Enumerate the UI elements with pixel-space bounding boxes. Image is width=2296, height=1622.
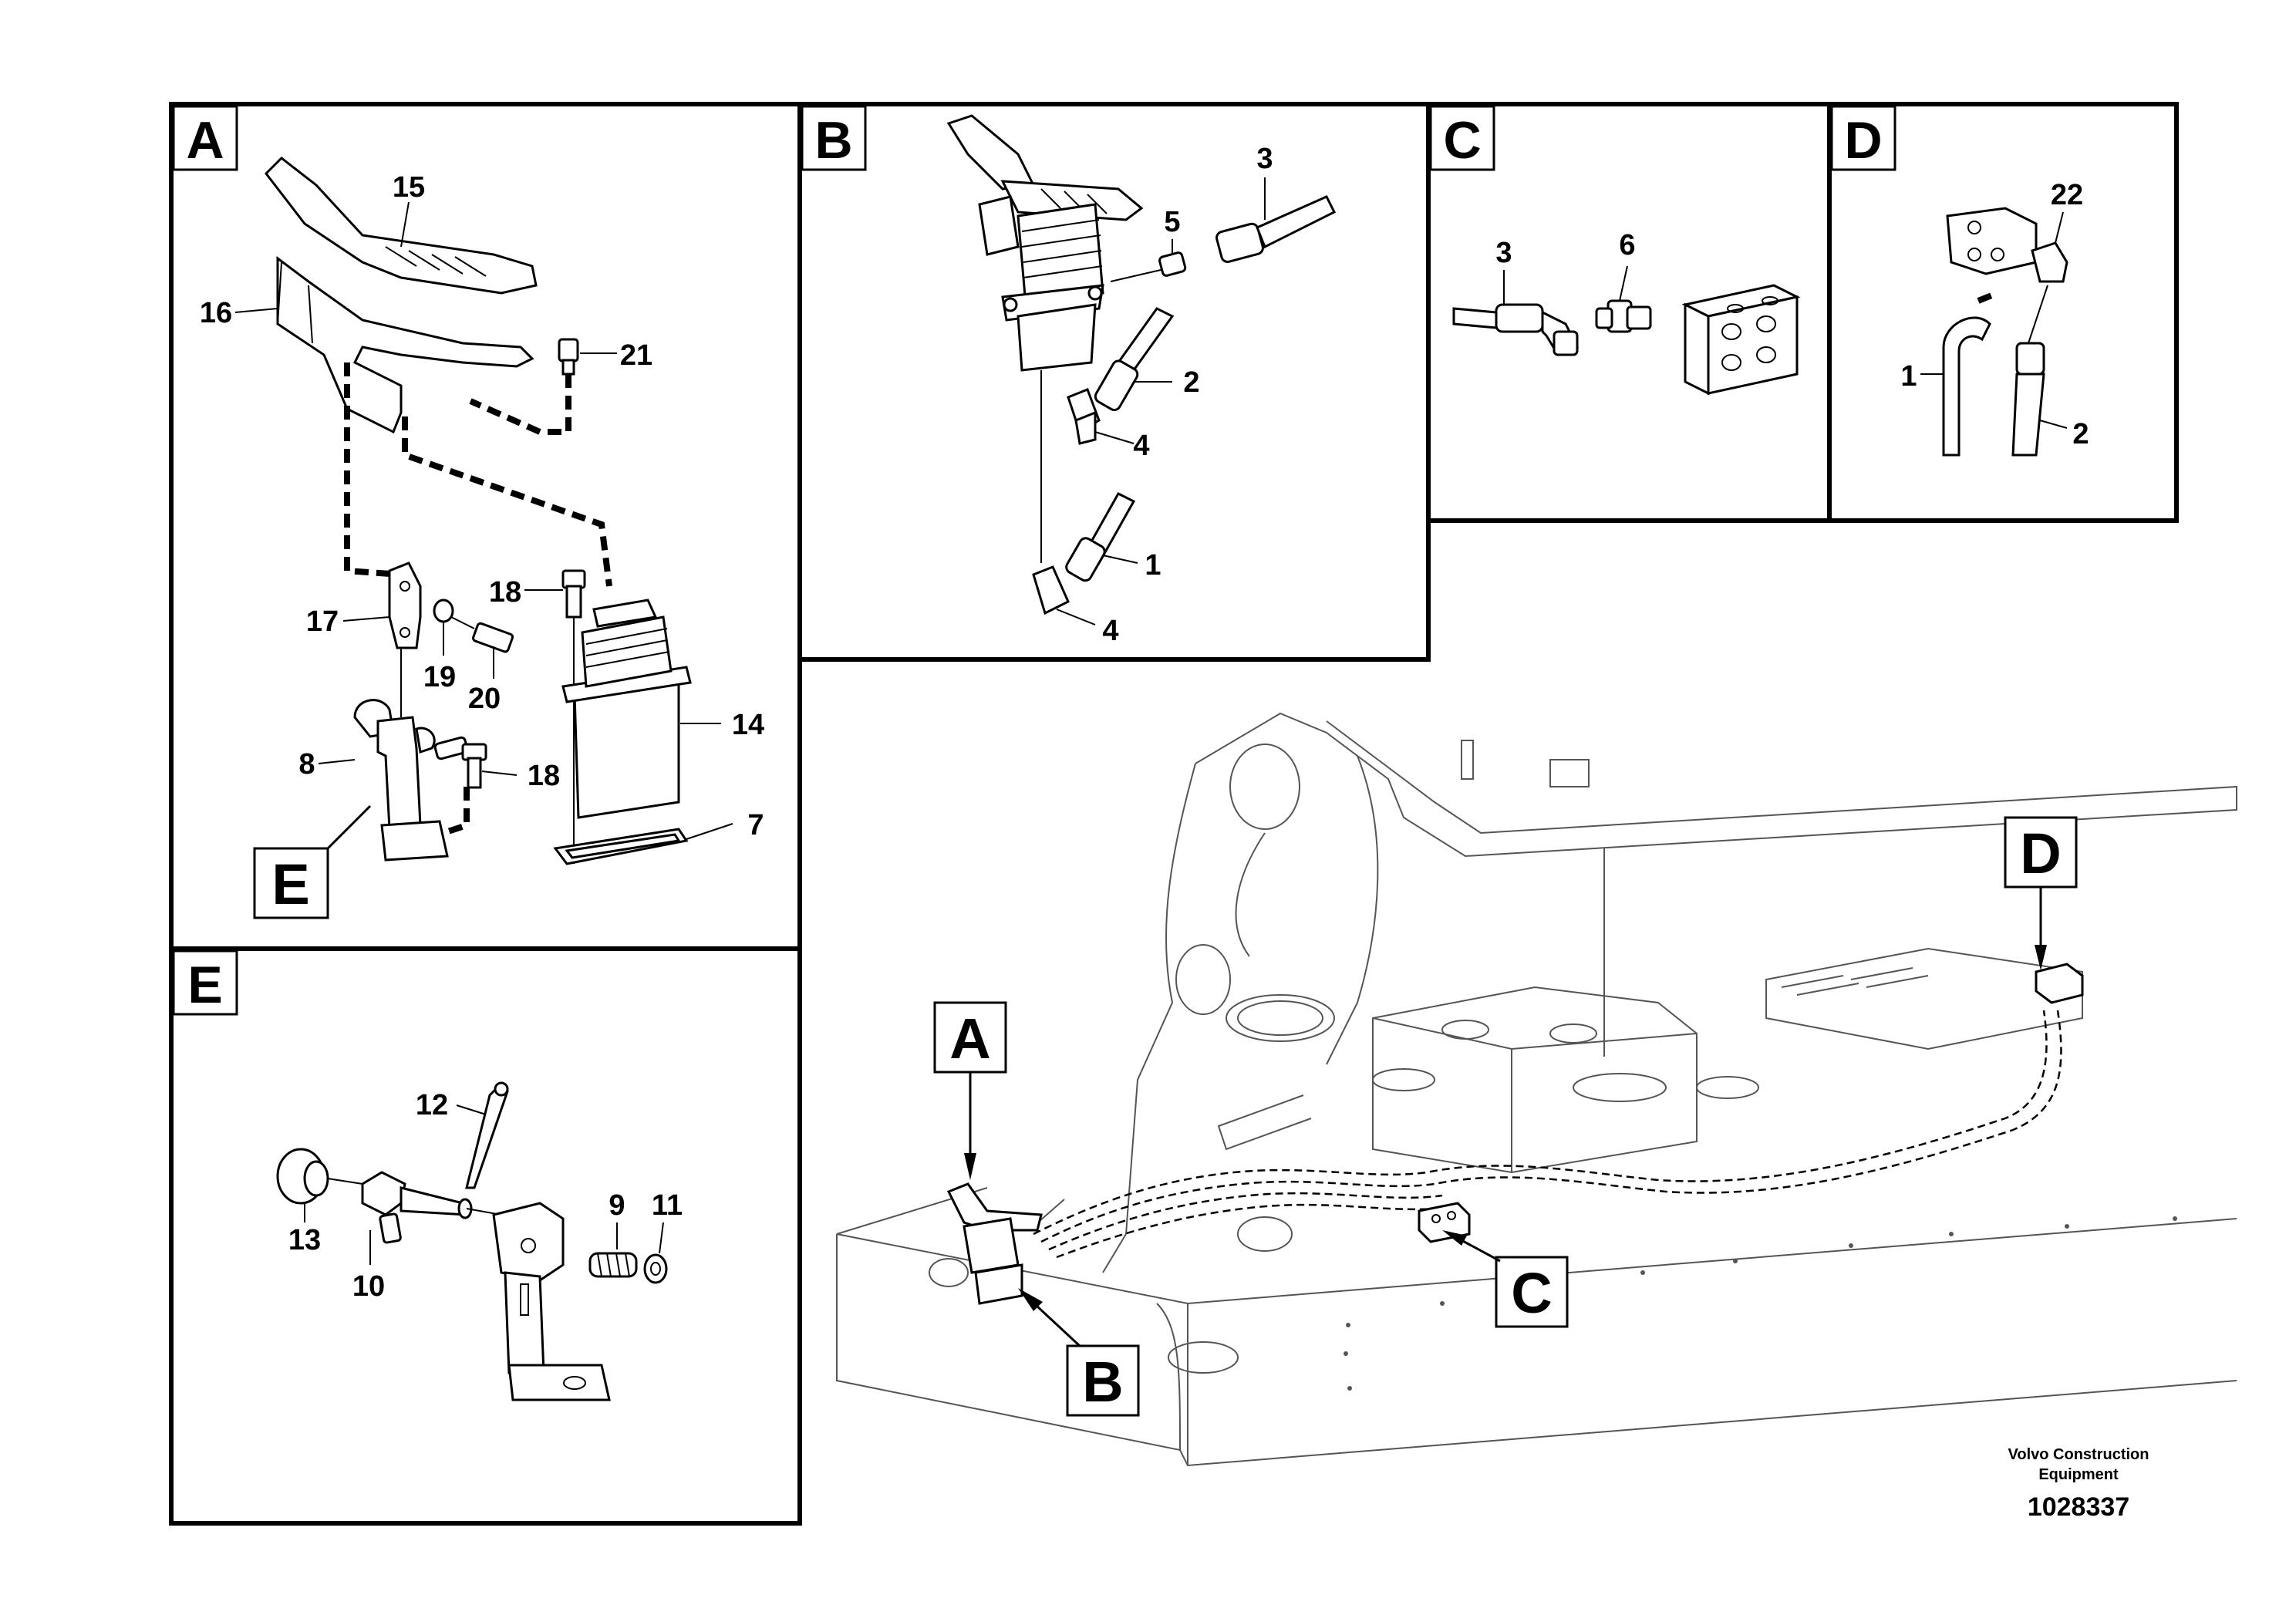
panel-a-leaders <box>234 201 617 865</box>
hose-2-d <box>2011 285 2068 457</box>
label-18-top: 18 <box>489 576 521 609</box>
screw-20 <box>450 616 514 653</box>
panel-letter-boxes: A B C D E <box>172 105 1896 1016</box>
valve-block-d <box>1946 207 2038 275</box>
panel-d-letter: D <box>1844 111 1882 170</box>
label-19: 19 <box>423 661 456 693</box>
panel-c-letter: C <box>1443 111 1481 170</box>
label-17: 17 <box>306 605 339 638</box>
panel-d-frame <box>1827 102 2179 523</box>
shaft-10 <box>361 1171 502 1244</box>
assembly-line-16-17 <box>344 363 402 578</box>
fitting-5 <box>1158 239 1187 277</box>
screw-21 <box>558 338 579 376</box>
lock-bracket <box>492 1202 611 1401</box>
panel-a-frame <box>169 102 802 951</box>
document-number: 1028337 <box>2028 1492 2129 1522</box>
label-10: 10 <box>352 1270 385 1303</box>
label-20: 20 <box>468 683 501 715</box>
callout-e-letter: E <box>271 852 309 916</box>
hose-1 <box>1065 492 1138 582</box>
pilot-valve-14 <box>561 599 692 819</box>
lock-assembly-8 <box>353 648 469 862</box>
callout-d-letter: D <box>2020 821 2061 885</box>
panel-c-parts: 3 6 <box>1452 229 1801 396</box>
label-8: 8 <box>298 748 315 781</box>
label-c-6: 6 <box>1619 229 1635 261</box>
label-7: 7 <box>747 809 764 841</box>
frame-callouts: A B C D <box>933 816 2078 1417</box>
panel-b-parts: 3 5 2 4 1 4 <box>946 114 1337 647</box>
pin-12 <box>465 1081 509 1189</box>
label-b-2: 2 <box>1183 366 1199 399</box>
bracket-16 <box>276 256 534 434</box>
elbow-22 <box>2031 211 2068 283</box>
frame-valve-d <box>2035 963 2084 1004</box>
label-15: 15 <box>393 171 425 204</box>
label-21: 21 <box>620 339 652 372</box>
label-12: 12 <box>416 1089 448 1121</box>
label-16: 16 <box>200 297 232 329</box>
manifold-block <box>1681 284 1801 396</box>
pedal-15 <box>265 157 538 295</box>
panel-b-letter: B <box>814 111 852 170</box>
washer-19 <box>433 599 454 623</box>
bolt-18-top <box>561 569 586 864</box>
label-b-3: 3 <box>1256 143 1273 175</box>
label-14: 14 <box>732 709 764 741</box>
machine-frame-view <box>836 712 2237 1467</box>
label-d-2: 2 <box>2072 418 2089 450</box>
label-c-3: 3 <box>1495 237 1512 269</box>
credit-line-2: Equipment <box>2038 1466 2119 1483</box>
bracket-17 <box>388 561 422 649</box>
label-d-22: 22 <box>2051 179 2083 211</box>
assembly-line-e <box>442 787 470 836</box>
callout-b-letter: B <box>1082 1350 1123 1414</box>
label-18-bottom: 18 <box>528 760 560 792</box>
panel-e-letter: E <box>187 956 222 1014</box>
hose-1-d <box>1920 316 1991 457</box>
assembly-line-16-14 <box>402 416 612 587</box>
hose-3 <box>1215 177 1337 264</box>
label-b-5: 5 <box>1164 206 1180 238</box>
credit-line-1: Volvo Construction <box>2008 1446 2149 1463</box>
panel-e-frame <box>169 946 802 1526</box>
label-b-4-top: 4 <box>1133 430 1149 462</box>
credit-block: Volvo Construction Equipment 1028337 <box>2008 1446 2149 1522</box>
panel-frames <box>169 102 2179 1526</box>
hose-2 <box>1094 307 1175 412</box>
label-9: 9 <box>609 1189 625 1222</box>
label-11: 11 <box>652 1189 683 1222</box>
panel-e-parts: 12 13 10 9 11 <box>276 1081 683 1401</box>
bolt-18-bottom <box>461 743 487 789</box>
frame-pedal-valve <box>946 1182 1043 1305</box>
assembly-line-21 <box>469 374 571 435</box>
label-b-4-bottom: 4 <box>1102 615 1118 647</box>
frame-manifold-c <box>1418 1202 1471 1243</box>
spring-9 <box>588 1252 638 1278</box>
panel-a-parts: 15 16 21 18 17 19 20 14 8 18 7 E <box>200 157 764 919</box>
gasket-7 <box>553 828 689 865</box>
callout-a-letter: A <box>949 1007 990 1071</box>
hose-3-c <box>1452 303 1580 356</box>
label-d-1: 1 <box>1900 360 1917 393</box>
elbow-4-top <box>1067 388 1135 445</box>
elbow-4-bottom <box>1032 565 1096 626</box>
panel-d-parts: 22 1 2 <box>1900 179 2089 457</box>
callout-c-letter: C <box>1511 1261 1552 1325</box>
pedal-valve-assembly <box>946 114 1144 372</box>
label-13: 13 <box>288 1224 321 1256</box>
panel-a-letter: A <box>186 111 224 170</box>
frame-dots <box>1344 1216 2177 1391</box>
tee-fitting-6 <box>1595 299 1652 333</box>
label-b-1: 1 <box>1145 549 1161 582</box>
washer-11 <box>643 1253 668 1284</box>
